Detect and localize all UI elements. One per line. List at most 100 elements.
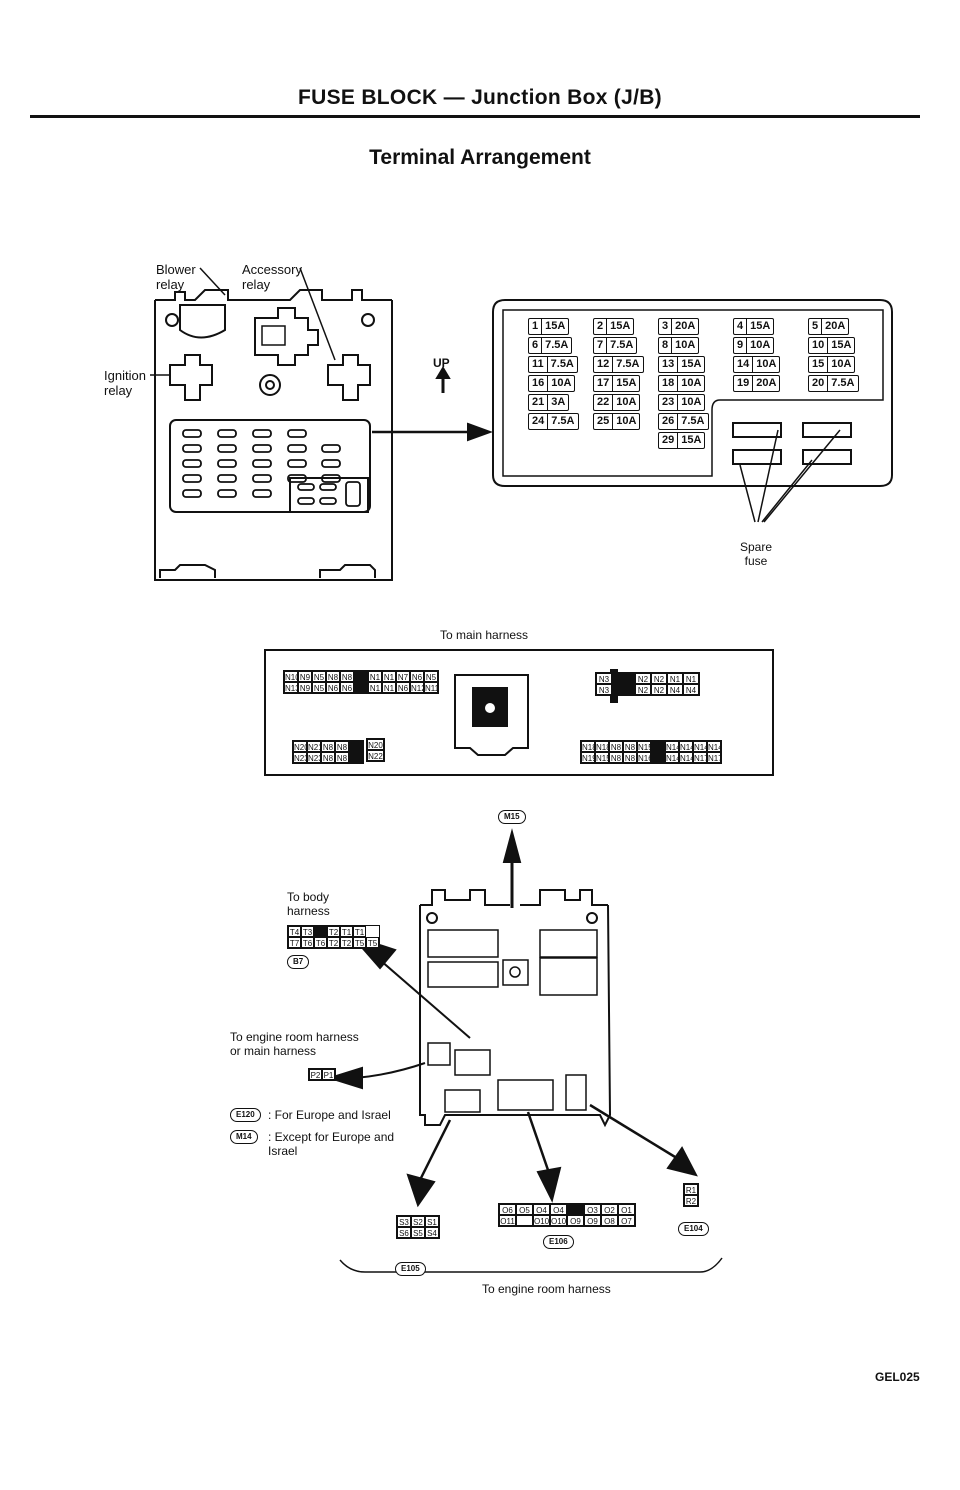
connector-terminal: N8 <box>609 741 623 752</box>
connector-terminal: N1 <box>368 682 382 693</box>
fuse-amperage: 7.5A <box>610 339 634 351</box>
e120-note: : For Europe and Israel <box>268 1108 391 1122</box>
connector-terminal: O5 <box>516 1204 533 1215</box>
connector-terminal: T2 <box>327 937 340 948</box>
connector-terminal: N9 <box>298 671 312 682</box>
connector-terminal: N5 <box>312 682 326 693</box>
fuse-number: 26 <box>662 414 679 429</box>
fuse-amperage: 15A <box>681 434 702 446</box>
b7-tag: B7 <box>287 955 310 969</box>
connector-terminal <box>651 741 665 752</box>
fuse-amperage: 7.5A <box>545 339 569 351</box>
connector-terminal: O9 <box>567 1215 584 1226</box>
ignition-relay-label: Ignition relay <box>104 368 146 398</box>
connector-terminal: N10 <box>284 671 298 682</box>
connector-terminal: N18 <box>581 741 595 752</box>
connector-terminal: N17 <box>693 752 707 763</box>
fuse-number: 3 <box>662 319 673 334</box>
connector-terminal: N4 <box>683 684 699 695</box>
engine-or-main-harness-label: To engine room harness or main harness <box>230 1030 359 1058</box>
connector-terminal: N13 <box>284 682 298 693</box>
connector-terminal: O4 <box>550 1204 567 1215</box>
connector-terminal: T3 <box>301 926 314 937</box>
accessory-relay-label: Accessory relay <box>242 262 302 292</box>
connector-terminal: O3 <box>584 1204 601 1215</box>
connector-n-mid-right: N18N18N8N8N15N14N14N14N14N19N15N8N8N16N1… <box>580 740 722 764</box>
connector-terminal: O2 <box>601 1204 618 1215</box>
fuse-amperage: 10A <box>681 396 702 408</box>
connector-terminal: S4 <box>425 1227 439 1238</box>
connector-terminal: N21 <box>307 741 321 752</box>
connector-terminal: N9 <box>298 682 312 693</box>
connector-terminal: O8 <box>601 1215 618 1226</box>
connector-terminal: N19 <box>581 752 595 763</box>
connector-terminal: N1 <box>667 673 683 684</box>
connector-terminal: N8 <box>340 671 354 682</box>
connector-terminal: N23 <box>293 752 307 763</box>
connector-terminal <box>354 682 368 693</box>
connector-terminal: R1 <box>684 1184 698 1195</box>
connector-terminal: T6 <box>314 937 327 948</box>
fuse-number: 22 <box>597 395 614 410</box>
connector-terminal <box>354 671 368 682</box>
fuse-number: 12 <box>597 357 614 372</box>
connector-terminal: N12 <box>410 682 424 693</box>
connector-terminal: O11 <box>499 1215 516 1226</box>
connector-terminal: N14 <box>665 741 679 752</box>
fuse-number: 20 <box>812 376 829 391</box>
connector-terminal: N8 <box>326 671 340 682</box>
connector-terminal: N14 <box>707 741 721 752</box>
connector-n-mid-left: N20N21N8N8N23N23N8N8 <box>292 740 364 764</box>
m15-tag: M15 <box>498 810 526 824</box>
connector-terminal: N8 <box>321 741 335 752</box>
body-harness-label: To body harness <box>287 890 330 918</box>
fuse-number: 2 <box>597 319 608 334</box>
fuse-number: 16 <box>532 376 549 391</box>
fuse-number: 17 <box>597 376 614 391</box>
fuse-amperage: 15A <box>616 377 637 389</box>
connector-terminal: N6 <box>410 671 424 682</box>
connector-terminal <box>651 752 665 763</box>
connector-terminal: S2 <box>411 1216 425 1227</box>
connector-terminal: T7 <box>288 937 301 948</box>
fuse-number: 21 <box>532 395 549 410</box>
title-rule <box>30 115 920 118</box>
connector-terminal: T5 <box>353 937 366 948</box>
fuse-number: 5 <box>812 319 823 334</box>
connector-terminal: T4 <box>288 926 301 937</box>
up-label: UP <box>433 356 450 370</box>
connector-terminal: N6 <box>396 682 410 693</box>
connector-terminal: N1 <box>382 671 396 682</box>
connector-terminal: S3 <box>397 1216 411 1227</box>
connector-terminal: N2 <box>651 673 667 684</box>
connector-terminal: N8 <box>609 752 623 763</box>
connector-terminal: N17 <box>707 752 721 763</box>
connector-terminal <box>619 673 635 684</box>
fuse-amperage: 10A <box>756 358 777 370</box>
connector-terminal: O10 <box>533 1215 550 1226</box>
connector-terminal: O4 <box>533 1204 550 1215</box>
fuse-number: 23 <box>662 395 679 410</box>
m14-tag: M14 <box>230 1130 258 1144</box>
connector-terminal: N2 <box>651 684 667 695</box>
fuse-number: 29 <box>662 433 679 448</box>
connector-terminal: S1 <box>425 1216 439 1227</box>
connector-terminal: N11 <box>424 682 438 693</box>
connector-terminal: N6 <box>340 682 354 693</box>
page-title: FUSE BLOCK — Junction Box (J/B) <box>298 86 662 109</box>
connector-terminal <box>567 1204 584 1215</box>
connector-terminal: N1 <box>382 682 396 693</box>
fuse-amperage: 7.5A <box>551 415 575 427</box>
e120-tag: E120 <box>230 1108 261 1122</box>
